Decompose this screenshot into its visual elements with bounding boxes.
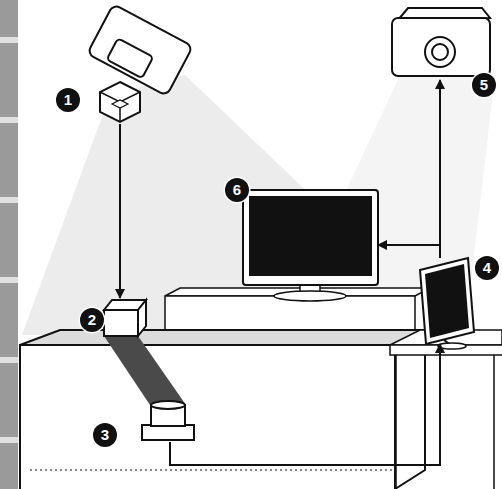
camera-lens-inner xyxy=(432,44,448,60)
cube-edges xyxy=(100,92,140,122)
tablet-frame xyxy=(420,258,474,344)
cube xyxy=(100,82,140,122)
photo-strip xyxy=(0,0,18,489)
tablet-base xyxy=(438,343,466,349)
tank-floor xyxy=(30,470,395,471)
tablet xyxy=(420,258,474,349)
callout-number: 6 xyxy=(225,178,249,202)
shelf-front xyxy=(165,296,415,334)
equipment-node: 5 xyxy=(388,4,492,80)
callout-number: 2 xyxy=(80,308,104,332)
box-front xyxy=(104,310,138,336)
photo-stripes xyxy=(0,40,18,440)
monitor-base xyxy=(274,291,346,301)
tank-front xyxy=(20,345,395,489)
tablet-screen xyxy=(425,264,469,338)
table-legs xyxy=(396,355,494,489)
equipment-node: 3 xyxy=(140,400,196,442)
signal-arrow xyxy=(439,80,441,258)
projector-body xyxy=(87,4,193,96)
cube-outline xyxy=(100,82,140,122)
equipment-node: 1 xyxy=(98,78,142,124)
monitor-screen xyxy=(249,196,372,276)
equipment-node: 6 xyxy=(242,188,378,300)
monitor xyxy=(243,190,378,301)
camera-body xyxy=(392,18,490,76)
signal-arrow xyxy=(170,344,440,465)
signal-arrow xyxy=(378,245,440,258)
camera-lens xyxy=(425,37,455,67)
signal-arrow xyxy=(119,124,121,298)
side-table xyxy=(390,330,502,489)
tank-top xyxy=(20,330,425,345)
projector xyxy=(87,4,193,96)
monitor-frame xyxy=(243,190,378,285)
callout-number: 1 xyxy=(56,88,80,112)
tank xyxy=(20,330,425,489)
callout-number: 3 xyxy=(93,423,117,447)
light-beam xyxy=(104,336,186,405)
object-top xyxy=(151,401,185,409)
callout-number: 5 xyxy=(472,73,496,97)
target-object xyxy=(142,401,194,440)
cube-inner xyxy=(112,100,128,108)
shelf xyxy=(165,288,430,334)
camera xyxy=(392,8,490,76)
equipment-node: 2 xyxy=(104,298,146,336)
sensor-box xyxy=(104,300,146,336)
box-side xyxy=(138,300,146,336)
equipment-node: 4 xyxy=(420,258,476,344)
callout-number: 4 xyxy=(475,256,499,280)
projector-lens xyxy=(107,38,154,78)
object-base xyxy=(142,425,194,440)
